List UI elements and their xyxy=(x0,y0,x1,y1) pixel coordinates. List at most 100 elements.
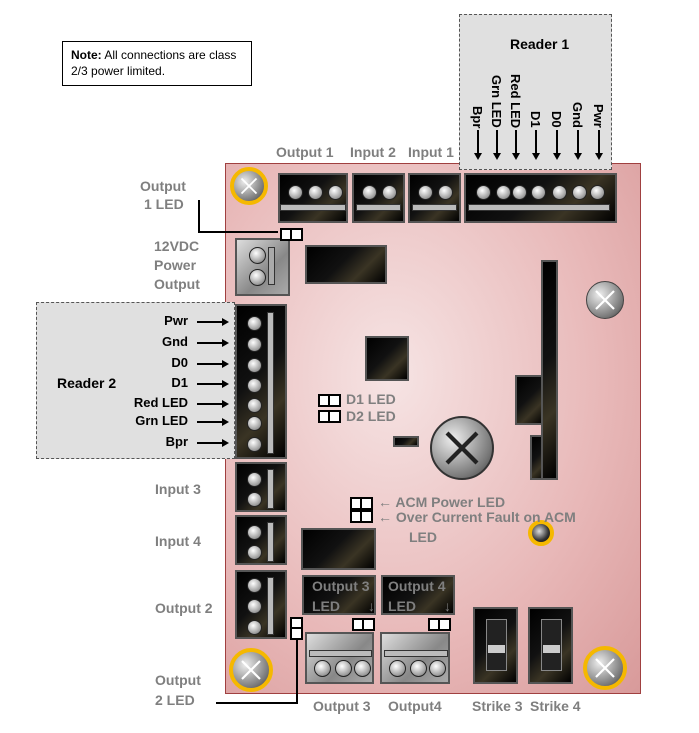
output1-led-pointer xyxy=(198,200,200,233)
reader2-arrowhead xyxy=(222,418,229,426)
chip-small xyxy=(393,436,419,447)
reader1-pin-label: Gnd xyxy=(570,102,585,128)
reader2-arrow xyxy=(197,383,223,385)
output2-terminal xyxy=(235,570,287,639)
output1-led xyxy=(290,228,303,241)
screw-icon xyxy=(586,281,624,319)
output3-led-line1: Output 3 xyxy=(312,578,370,594)
reader1-arrowhead xyxy=(493,153,501,160)
output3-led-label: Output 3 LED↓ xyxy=(312,576,375,616)
output1-label: Output 1 xyxy=(276,144,334,160)
reader1-arrow xyxy=(496,130,498,154)
output1-terminal xyxy=(278,173,348,223)
reader1-arrow xyxy=(515,130,517,154)
reader2-arrowhead xyxy=(222,360,229,368)
chip xyxy=(301,528,376,570)
reader2-arrowhead xyxy=(222,439,229,447)
output3-label: Output 3 xyxy=(313,698,371,714)
output2-label: Output 2 xyxy=(155,600,213,616)
chip xyxy=(305,245,387,284)
input2-terminal xyxy=(352,173,405,223)
power-line2: Power xyxy=(154,257,197,273)
note-label: Note: xyxy=(71,48,102,62)
output4-led xyxy=(438,618,451,631)
output3-terminal xyxy=(305,632,374,684)
output1-led-line2: 1 LED xyxy=(144,196,184,212)
output3-led-line2: LED↓ xyxy=(312,598,375,614)
output2-led-pointer xyxy=(216,702,298,704)
acm-power-led-label: ← ACM Power LED xyxy=(378,494,506,510)
input1-label: Input 1 xyxy=(408,144,454,160)
output3-led xyxy=(362,618,375,631)
reader1-terminal xyxy=(464,173,617,223)
output1-led-line1: Output xyxy=(140,178,186,194)
note-text: All connections are class 2/3 power limi… xyxy=(71,48,237,78)
reader1-arrowhead xyxy=(512,153,520,160)
output2-led-pointer-v xyxy=(296,640,298,704)
output4-led-block xyxy=(381,575,455,615)
reader2-pin-label: D0 xyxy=(171,355,188,370)
reader2-arrowhead xyxy=(222,380,229,388)
reader2-arrow xyxy=(197,363,223,365)
strike4-switch[interactable] xyxy=(528,607,573,684)
input2-label: Input 2 xyxy=(350,144,396,160)
reader1-pin-label: D1 xyxy=(528,111,543,128)
reader1-arrowhead xyxy=(553,153,561,160)
d2-led-label: D2 LED xyxy=(346,408,396,424)
output1-led-label: Output 1 LED xyxy=(140,177,186,213)
reader1-arrowhead xyxy=(532,153,540,160)
reader2-terminal xyxy=(235,304,287,459)
output2-led-line1: Output xyxy=(155,672,201,688)
d1-led-label: D1 LED xyxy=(346,391,396,407)
reader1-arrow xyxy=(598,130,600,154)
reader1-arrowhead xyxy=(574,153,582,160)
reader2-arrow xyxy=(197,403,223,405)
reader2-arrow xyxy=(197,421,223,423)
d1-led xyxy=(328,394,341,407)
reader2-arrow xyxy=(197,442,223,444)
input3-label: Input 3 xyxy=(155,481,201,497)
screw-icon xyxy=(583,646,627,690)
reader1-pin-label: Grn LED xyxy=(489,75,504,128)
reader1-pin-label: Pwr xyxy=(591,104,606,128)
reader1-arrow xyxy=(556,130,558,154)
power-output-terminal xyxy=(235,238,290,296)
output3-led-block xyxy=(302,575,376,615)
reader1-arrowhead xyxy=(595,153,603,160)
screw-icon xyxy=(229,648,273,692)
reader1-arrow xyxy=(477,130,479,154)
chip xyxy=(365,336,409,381)
reader2-arrowhead xyxy=(222,400,229,408)
strike4-label: Strike 4 xyxy=(530,698,581,714)
reader2-pin-label: Red LED xyxy=(133,395,188,410)
reader2-pin-label: Bpr xyxy=(165,434,188,449)
output4-label: Output4 xyxy=(388,698,442,714)
reader2-pin-label: Grn LED xyxy=(135,413,188,428)
reader2-pin-label: Pwr xyxy=(164,313,188,328)
reader1-pin-label: Red LED xyxy=(508,73,523,128)
reader1-arrow xyxy=(535,130,537,154)
reader2-arrow xyxy=(197,342,223,344)
screw-icon xyxy=(230,167,268,205)
header-strip xyxy=(541,260,558,480)
capacitor-icon xyxy=(430,416,494,480)
output2-led xyxy=(290,627,303,640)
output4-led-line1: Output 4 xyxy=(388,578,446,594)
input3-terminal xyxy=(235,462,287,512)
power-line3: Output xyxy=(154,276,200,292)
strike3-switch[interactable] xyxy=(473,607,518,684)
reader2-box xyxy=(36,302,235,459)
output4-terminal xyxy=(380,632,450,684)
over-current-led xyxy=(360,510,373,523)
input4-terminal xyxy=(235,515,287,565)
reader2-arrow xyxy=(197,321,223,323)
reader2-pin-label: Gnd xyxy=(162,334,188,349)
reader2-arrowhead xyxy=(222,339,229,347)
reader1-arrowhead xyxy=(474,153,482,160)
reader1-pin-label: D0 xyxy=(549,111,564,128)
reader2-title: Reader 2 xyxy=(57,375,117,391)
reader1-title: Reader 1 xyxy=(510,36,570,52)
